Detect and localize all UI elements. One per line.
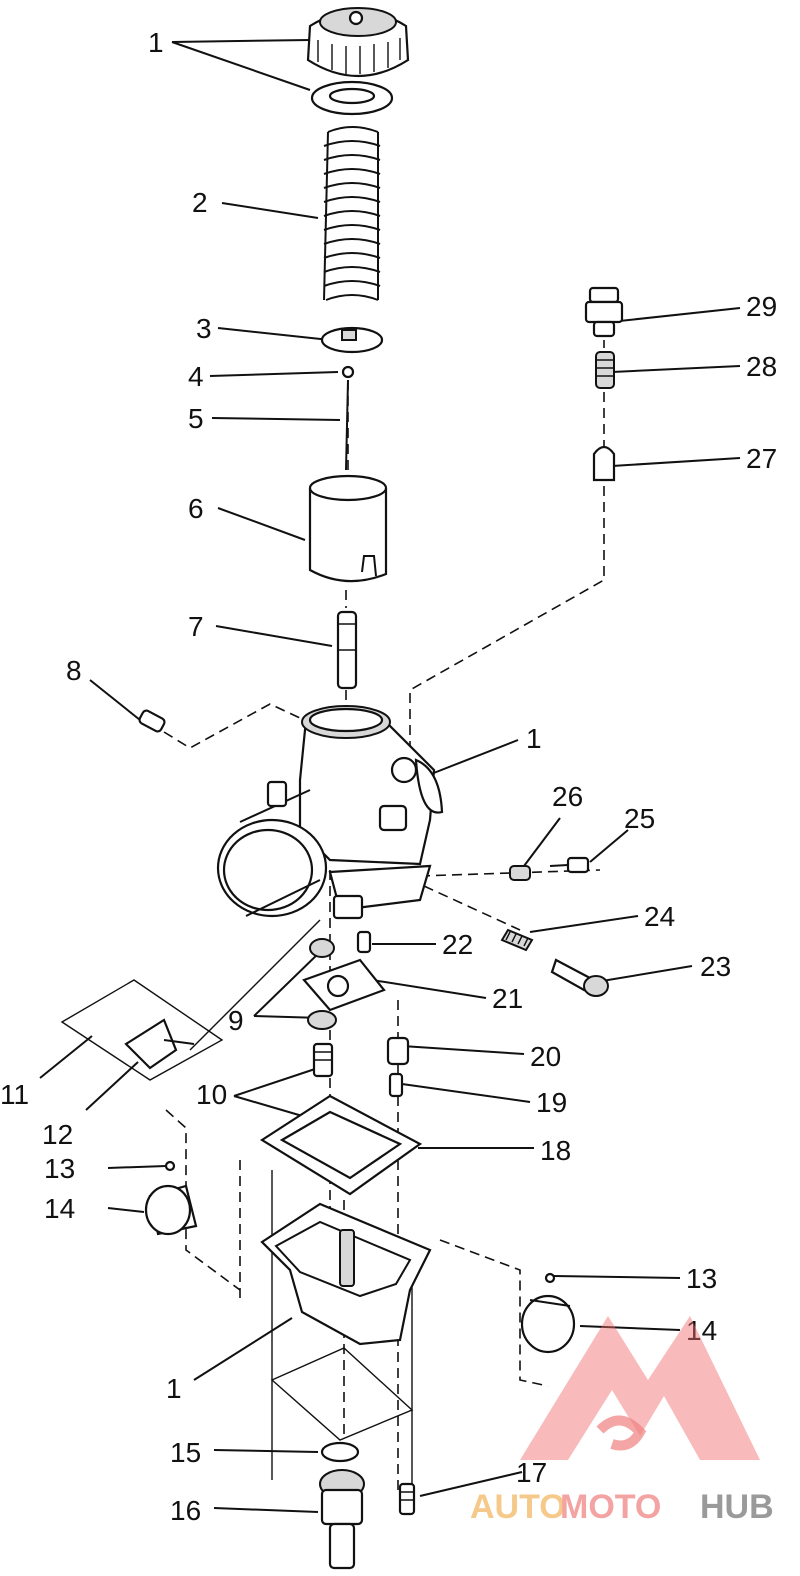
callout-21: 21 [492, 983, 523, 1014]
callout-6: 6 [188, 493, 204, 524]
leader-lines [39, 39, 741, 1513]
part-drain-fitting [319, 1469, 365, 1570]
part-idle-spring [500, 928, 534, 952]
callout-1-body: 1 [526, 723, 542, 754]
callout-10: 10 [196, 1079, 227, 1110]
callout-11: 11 [0, 1079, 29, 1110]
callout-14-right: 14 [686, 1315, 717, 1346]
part-26 [509, 865, 531, 881]
part-22 [356, 930, 372, 954]
part-17 [398, 1482, 416, 1516]
part-13-left [164, 1160, 176, 1172]
callout-13-right: 13 [686, 1263, 717, 1294]
callout-14-left: 14 [44, 1193, 75, 1224]
callout-20: 20 [530, 1041, 561, 1072]
callout-1-cap: 1 [148, 27, 164, 58]
part-needle-jet [336, 610, 358, 690]
part-27 [592, 445, 616, 482]
watermark-auto: AUTO [470, 1488, 566, 1526]
part-float-bowl-gasket [259, 1094, 423, 1196]
part-float-left [144, 1184, 198, 1236]
part-jet-needle [345, 379, 349, 471]
part-float-bowl [260, 1202, 432, 1346]
part-o-ring-upper [309, 938, 335, 958]
part-carburetor-body [216, 705, 444, 920]
part-25 [549, 856, 590, 874]
part-float-right [520, 1294, 576, 1354]
part-throttle-valve [308, 474, 388, 583]
callout-2: 2 [192, 187, 208, 218]
watermark-logo [520, 1316, 760, 1460]
watermark-moto: MOTO [560, 1488, 661, 1526]
callout-4: 4 [188, 361, 204, 392]
callout-18: 18 [540, 1135, 571, 1166]
callout-25: 25 [624, 803, 655, 834]
part-needle-retainer [320, 326, 384, 354]
part-cap-gasket [310, 80, 394, 116]
part-cable-bracket [124, 1018, 195, 1070]
callout-16: 16 [170, 1495, 201, 1526]
callout-8: 8 [66, 655, 82, 686]
part-cap [306, 7, 410, 77]
callout-24: 24 [644, 901, 675, 932]
part-13-right [544, 1272, 556, 1284]
part-20 [386, 1036, 410, 1066]
part-15 [320, 1441, 360, 1463]
callout-17: 17 [516, 1457, 547, 1488]
part-28 [595, 351, 615, 389]
callout-27: 27 [746, 443, 777, 474]
callout-22: 22 [442, 929, 473, 960]
callout-labels: 1 2 3 4 5 6 7 8 1 29 28 27 26 25 24 23 2… [0, 27, 777, 1526]
callout-1-bowl: 1 [166, 1373, 182, 1404]
part-o-ring-lower [307, 1010, 337, 1030]
callout-29: 29 [746, 291, 777, 322]
part-clip [341, 365, 355, 379]
callout-7: 7 [188, 611, 204, 642]
part-19 [388, 1072, 404, 1098]
callout-5: 5 [188, 403, 204, 434]
parts [124, 7, 624, 1570]
callout-9: 9 [228, 1005, 244, 1036]
callout-23: 23 [700, 951, 731, 982]
callout-3: 3 [196, 313, 212, 344]
callout-13-left: 13 [44, 1153, 75, 1184]
callout-12: 12 [42, 1119, 73, 1150]
callout-15: 15 [170, 1437, 201, 1468]
part-idle-screw [550, 958, 609, 997]
callout-26: 26 [552, 781, 583, 812]
part-pilot-jet [138, 709, 166, 733]
callout-19: 19 [536, 1087, 567, 1118]
part-throttle-stop-plate [302, 958, 386, 1012]
callout-28: 28 [746, 351, 777, 382]
part-spring [323, 126, 381, 301]
part-29 [584, 286, 624, 338]
watermark-hub: HUB [700, 1488, 774, 1526]
